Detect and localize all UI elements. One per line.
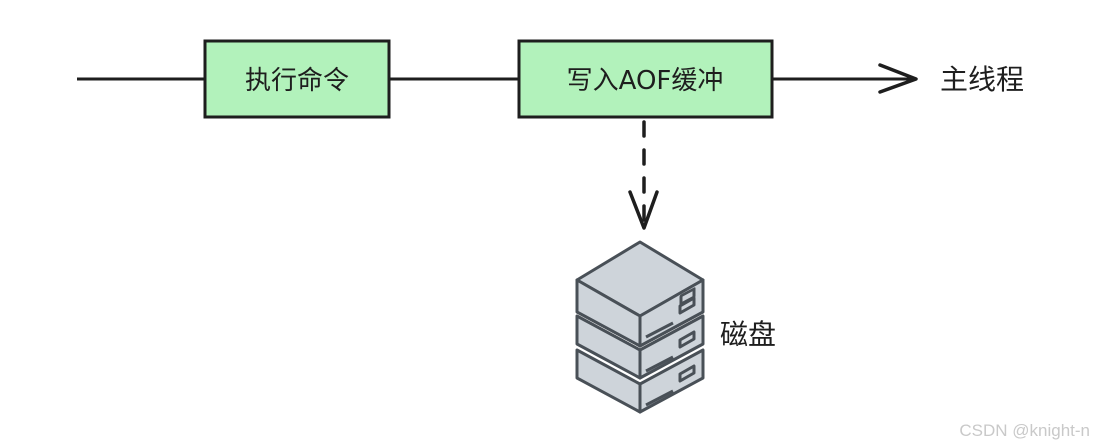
arrowhead-main-thread-icon: [878, 63, 918, 94]
disk-label: 磁盘: [720, 318, 776, 351]
node-aof-buffer-label: 写入AOF缓冲: [567, 66, 724, 96]
node-exec-command[interactable]: 执行命令: [203, 39, 391, 119]
main-thread-label: 主线程: [940, 63, 1024, 96]
node-exec-command-label: 执行命令: [245, 66, 349, 96]
watermark: CSDN @knight-n: [959, 421, 1090, 440]
arrowhead-disk-icon: [628, 190, 659, 230]
node-aof-buffer[interactable]: 写入AOF缓冲: [517, 39, 774, 119]
disk-icon: [575, 240, 705, 414]
